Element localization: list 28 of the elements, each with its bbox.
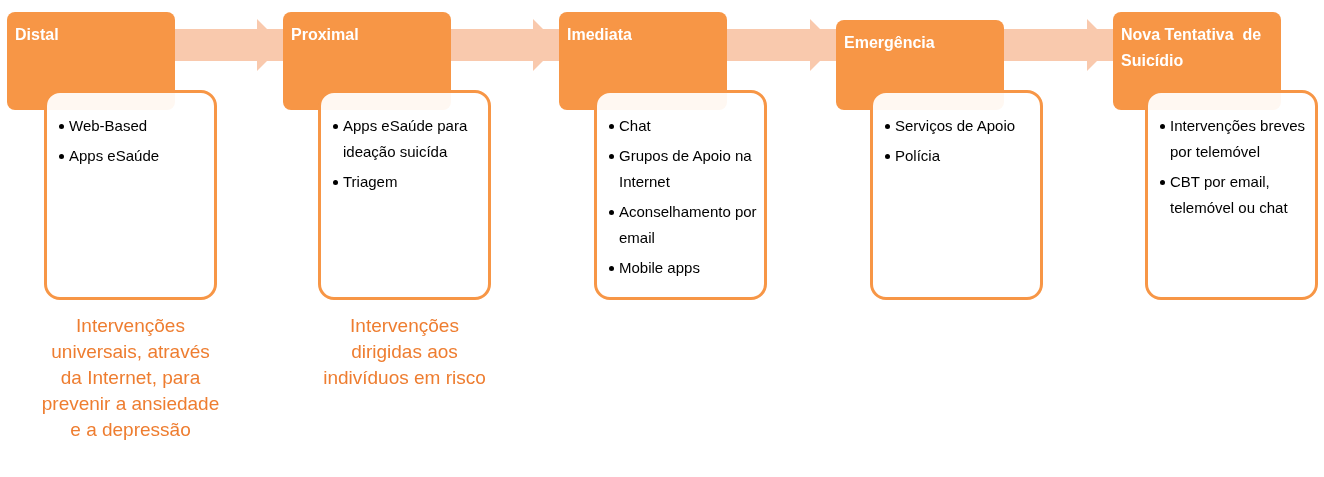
block-arrow: [451, 19, 559, 71]
bullet-text: Polícia: [895, 147, 941, 164]
block-arrow: [727, 19, 836, 71]
bullet-text: Mobile apps: [619, 259, 700, 276]
stage-title: Emergência: [844, 33, 936, 53]
bullet-text: Chat: [619, 117, 651, 134]
bullet-text: Aconselhamento por email: [619, 203, 757, 246]
bullet-text: Apps eSaúde: [69, 147, 160, 164]
bullet-text: CBT por email, telemóvel ou chat: [1170, 173, 1288, 216]
content-box: [44, 90, 217, 300]
bullet-text: Web-Based: [69, 117, 148, 134]
bullet-text: Triagem: [343, 173, 398, 190]
content-box: [594, 90, 767, 300]
bullet-text: Intervenções breves por telemóvel: [1170, 117, 1306, 160]
stage-title: Distal: [15, 25, 60, 45]
bullet-text: Serviços de Apoio: [895, 117, 1016, 134]
stage-title: Proximal: [291, 25, 360, 45]
bullet-text: Apps eSaúde para ideação suicída: [343, 117, 468, 160]
content-box: [318, 90, 491, 300]
block-arrow: [1004, 19, 1113, 71]
stage-title: Imediata: [567, 25, 633, 45]
content-box: [1145, 90, 1318, 300]
stage-caption: Intervenções dirigidas aos indivíduos em risco: [322, 314, 487, 390]
bullet-text: Grupos de Apoio na Internet: [619, 147, 752, 190]
stage-caption: Intervenções universais, através da Internet, para prevenir a ansiedade e a depressão: [40, 314, 221, 442]
content-box: [870, 90, 1043, 300]
block-arrow: [175, 19, 283, 71]
stage-title: Nova Tentativa de Suicídio: [1121, 25, 1263, 71]
